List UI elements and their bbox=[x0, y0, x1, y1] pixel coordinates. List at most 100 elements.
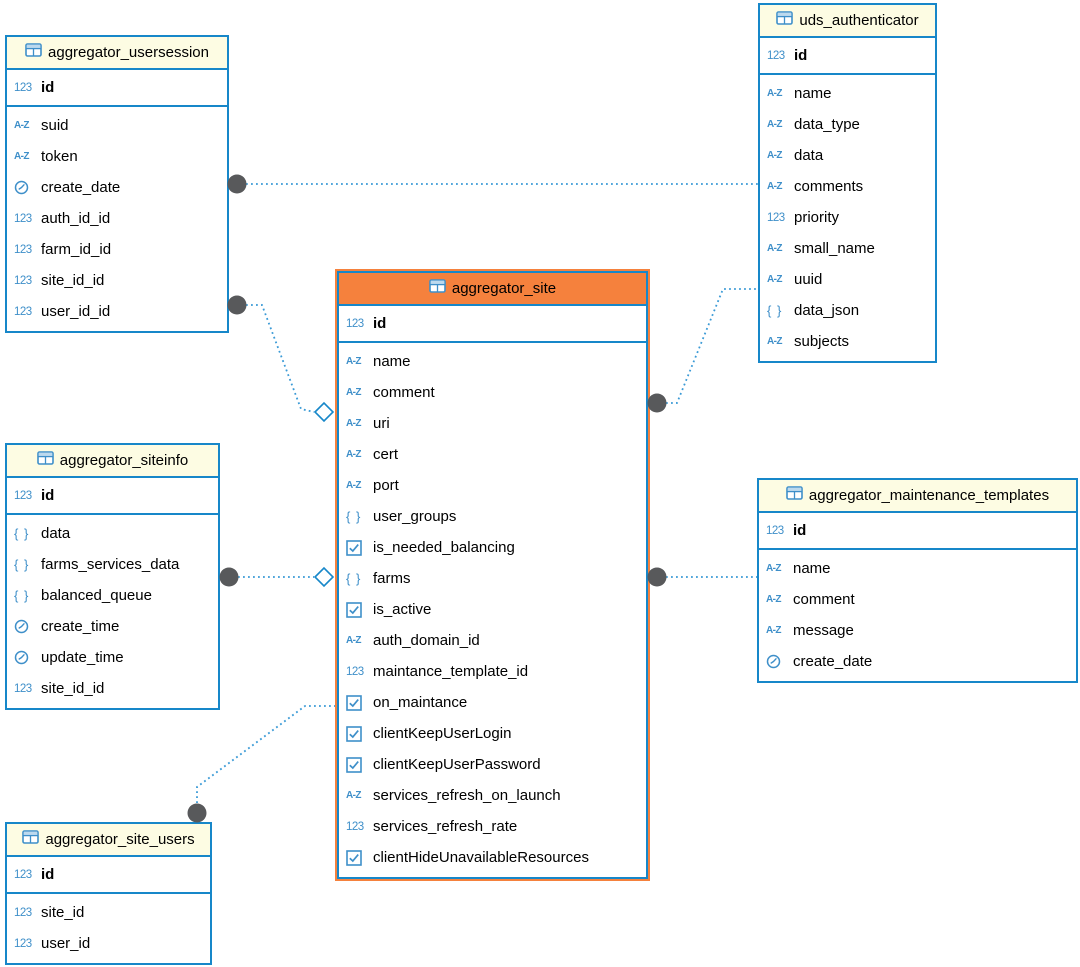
relationship-line-aggregator_site-uds_authenticator[interactable] bbox=[666, 288, 758, 404]
columns-section: { }data { } farms_services_data { }balanced… bbox=[7, 515, 218, 708]
table-icon bbox=[786, 486, 803, 505]
table-icon bbox=[776, 11, 794, 30]
json-type-icon: { } bbox=[14, 557, 30, 572]
column-name: cert bbox=[373, 446, 399, 463]
column-name: clientHideUnavailableResources bbox=[373, 849, 589, 866]
relationship-line-aggregator_usersession-aggregator_site[interactable] bbox=[246, 304, 315, 413]
column-name: user_groups bbox=[373, 508, 457, 525]
column-row[interactable]: { }data bbox=[7, 518, 218, 549]
table-title: aggregator_maintenance_templates bbox=[808, 487, 1050, 504]
text-type-icon: A-Z bbox=[766, 594, 781, 605]
table-header[interactable]: uds_authenticator bbox=[760, 5, 935, 38]
column-row[interactable]: clientKeepUserLogin bbox=[339, 718, 646, 749]
text-type-icon: A-Z bbox=[767, 150, 782, 161]
column-row[interactable]: { } farms_services_data bbox=[7, 549, 218, 580]
relationship-endpoint-circle bbox=[227, 174, 247, 194]
column-name: site_id bbox=[41, 904, 85, 921]
column-row[interactable]: update_time bbox=[7, 642, 218, 673]
column-row[interactable]: { }balanced_queue bbox=[7, 580, 218, 611]
column-row[interactable]: is_active bbox=[339, 594, 646, 625]
column-row[interactable]: is_needed_balancing bbox=[339, 532, 646, 563]
column-name: uri bbox=[373, 415, 390, 432]
table-header[interactable]: aggregator_usersession bbox=[7, 37, 227, 70]
column-row[interactable]: clientKeepUserPassword bbox=[339, 749, 646, 780]
datetime-type-icon bbox=[14, 180, 41, 195]
table-header[interactable]: aggregator_site_users bbox=[7, 824, 210, 857]
column-name: clientKeepUserLogin bbox=[373, 725, 512, 742]
relationship-line-aggregator_site_users-aggregator_site[interactable] bbox=[196, 705, 335, 803]
table-icon bbox=[36, 451, 54, 470]
table-header[interactable]: aggregator_site bbox=[339, 273, 646, 306]
column-name: token bbox=[41, 148, 78, 165]
column-row[interactable]: { }user_groups bbox=[339, 501, 646, 532]
column-name: balanced_queue bbox=[41, 587, 152, 604]
json-type-icon: { } bbox=[346, 571, 362, 586]
datetime-type-icon bbox=[14, 619, 41, 634]
number-type-icon: 123 bbox=[14, 868, 32, 881]
column-name: is_active bbox=[373, 601, 432, 618]
text-type-icon: A-Z bbox=[346, 790, 361, 801]
column-row[interactable]: on_maintance bbox=[339, 687, 646, 718]
boolean-type-icon bbox=[346, 849, 373, 866]
column-row[interactable]: create_date bbox=[7, 172, 227, 203]
column-row[interactable]: clientHideUnavailableResources bbox=[339, 842, 646, 873]
number-type-icon: 123 bbox=[767, 49, 785, 62]
number-type-icon: 123 bbox=[14, 682, 32, 695]
table-header[interactable]: aggregator_siteinfo bbox=[7, 445, 218, 478]
column-row[interactable]: { }data_json bbox=[760, 295, 935, 326]
column-name: user_id_id bbox=[41, 303, 111, 320]
table-header[interactable]: aggregator_maintenance_templates bbox=[759, 480, 1076, 513]
column-name: farms_services_data bbox=[41, 556, 180, 573]
number-type-icon: 123 bbox=[766, 524, 784, 537]
column-row[interactable]: { }farms bbox=[339, 563, 646, 594]
column-row[interactable]: create_time bbox=[7, 611, 218, 642]
column-row[interactable]: create_date bbox=[759, 646, 1076, 677]
column-name: message bbox=[793, 622, 854, 639]
relationship-endpoint-circle bbox=[227, 295, 247, 315]
